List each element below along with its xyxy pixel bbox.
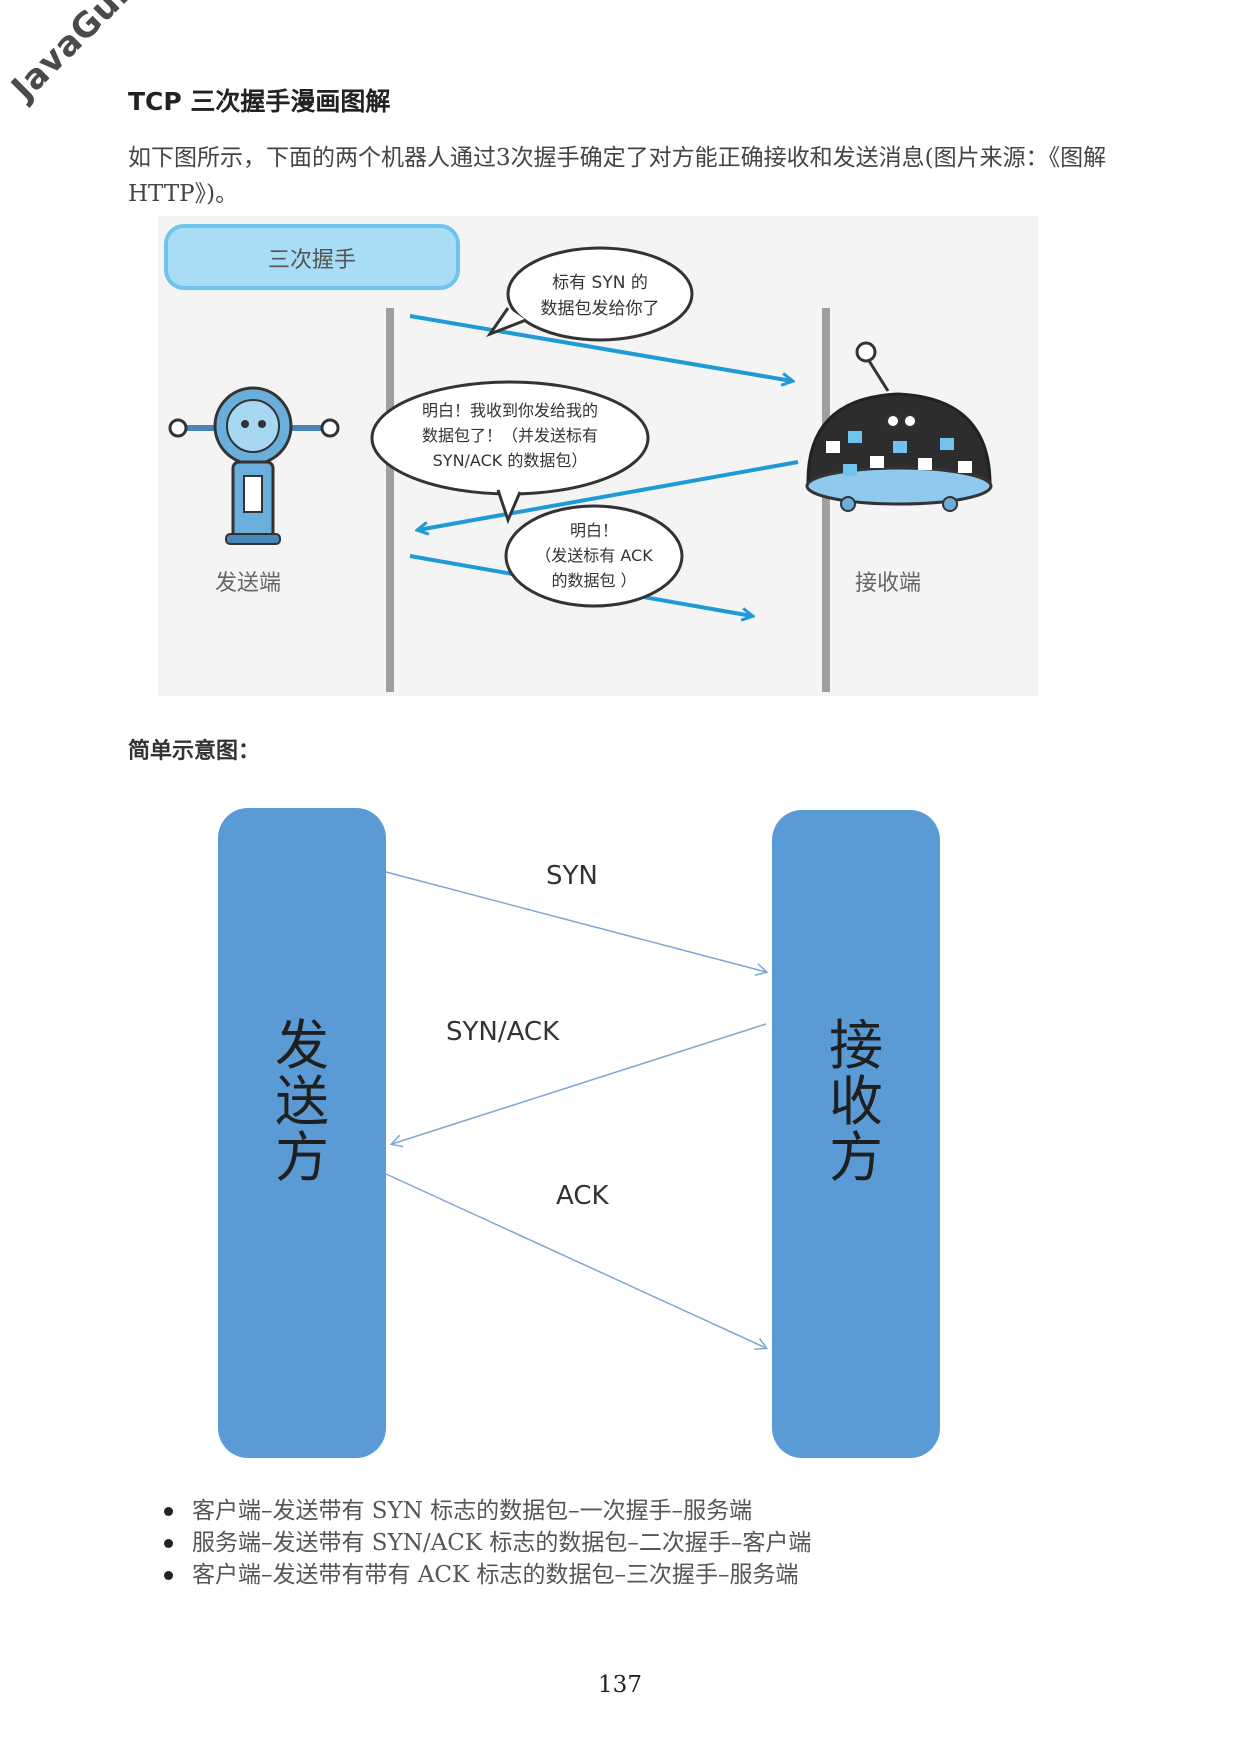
handshake-diagram-svg: 发 送 方 接 收 方 SYN SYN/ACK ACK xyxy=(218,808,940,1458)
receiver-box-char-1: 接 xyxy=(829,1014,883,1077)
receiver-box-char-3: 方 xyxy=(829,1126,883,1189)
comic-syn-arrow xyxy=(409,314,792,381)
list-item: 服务端–发送带有 SYN/ACK 标志的数据包–二次握手–客户端 xyxy=(162,1527,811,1559)
speech-bubble-3: 明白！ （发送标有 ACK 的数据包 ） xyxy=(504,504,684,608)
receiver-label: 接收端 xyxy=(855,571,921,596)
ack-arrow xyxy=(385,1173,769,1351)
bubble1-line1: 标有 SYN 的 xyxy=(552,273,648,293)
sender-box-char-1: 发 xyxy=(275,1014,329,1077)
section-title: TCP 三次握手漫画图解 xyxy=(128,87,391,116)
receiver-box-char-2: 收 xyxy=(829,1070,883,1133)
page-number: 137 xyxy=(598,1672,642,1698)
intro-paragraph: 如下图所示，下面的两个机器人通过3次握手确定了对方能正确接收和发送消息(图片来源… xyxy=(128,145,1107,207)
speech-bubble-1: 标有 SYN 的 数据包发给你了 xyxy=(485,246,694,342)
bubble1-line2: 数据包发给你了 xyxy=(541,299,660,319)
comic-illustration: 三次握手 发送端 xyxy=(164,224,993,692)
sender-box-char-2: 送 xyxy=(275,1070,329,1133)
sender-label: 发送端 xyxy=(215,571,281,596)
bubble2-line2: 数据包了！（并发送标有 xyxy=(422,426,598,445)
handshake-diagram: 发 送 方 接 收 方 SYN SYN/ACK ACK xyxy=(210,802,970,1462)
bubble3-line1: 明白！ xyxy=(570,521,618,540)
syn-arrow xyxy=(385,871,769,976)
banner-box xyxy=(164,224,460,290)
sender-robot-icon xyxy=(168,386,340,545)
bubble2-line1: 明白！我收到你发给我的 xyxy=(422,401,598,420)
three-way-handshake-comic: 三次握手 发送端 xyxy=(158,216,1038,696)
syn-label: SYN xyxy=(546,861,598,891)
sender-box xyxy=(218,808,386,1458)
receiver-robot-icon xyxy=(805,341,993,512)
bubble3-line3: 的数据包 ） xyxy=(551,571,636,590)
synack-arrow xyxy=(389,1023,767,1148)
synack-label: SYN/ACK xyxy=(446,1017,560,1047)
speech-bubble-2: 明白！我收到你发给我的 数据包了！（并发送标有 SYN/ACK 的数据包） xyxy=(370,380,650,525)
comic-synack-arrow xyxy=(418,460,799,530)
banner-label: 三次握手 xyxy=(268,248,356,273)
sender-box-char-3: 方 xyxy=(275,1126,329,1189)
receiver-box xyxy=(772,810,940,1458)
ack-label: ACK xyxy=(556,1181,609,1211)
bubble2-line3: SYN/ACK 的数据包） xyxy=(433,451,588,470)
bubble3-line2: （发送标有 ACK xyxy=(535,546,653,565)
handshake-steps-list: 客户端–发送带有 SYN 标志的数据包–一次握手–服务端 服务端–发送带有 SY… xyxy=(162,1495,811,1591)
diagram-subtitle: 简单示意图： xyxy=(128,739,261,764)
list-item: 客户端–发送带有带有 ACK 标志的数据包–三次握手–服务端 xyxy=(162,1559,811,1591)
list-item: 客户端–发送带有 SYN 标志的数据包–一次握手–服务端 xyxy=(162,1495,811,1527)
